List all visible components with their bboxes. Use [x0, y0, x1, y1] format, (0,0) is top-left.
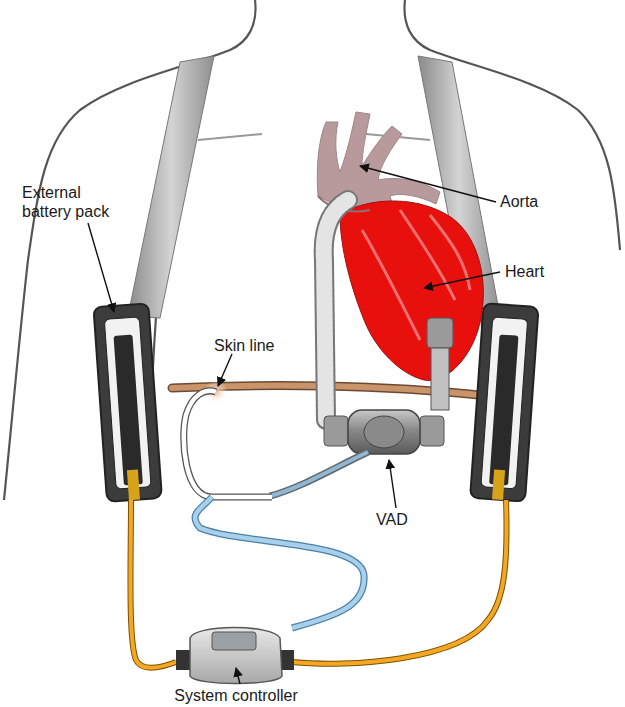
skin-line-cable: [184, 380, 368, 628]
part-label: System controller: [174, 686, 298, 705]
vad-pump: [324, 410, 444, 454]
part-label: VAD: [376, 510, 408, 529]
power-cable: [130, 500, 506, 668]
leader-line: [88, 166, 500, 684]
part-label: External battery pack: [22, 183, 132, 221]
part-label: Aorta: [500, 192, 538, 211]
heart: [317, 112, 483, 380]
part-label: Skin line: [214, 336, 274, 355]
system-controller: [176, 628, 294, 684]
part-label: Heart: [505, 262, 544, 281]
graft-tube: [324, 200, 453, 420]
